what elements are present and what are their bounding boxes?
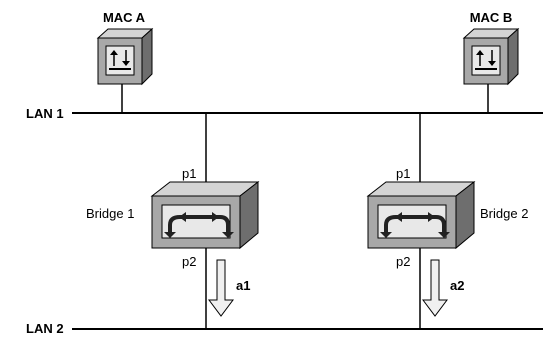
lan-1-label: LAN 1 xyxy=(26,106,64,121)
host-mac-b: MAC B xyxy=(462,10,520,113)
bridge-icon xyxy=(150,180,260,250)
bridge-1-port-bottom: p2 xyxy=(182,254,196,269)
bridge-1-label: Bridge 1 xyxy=(86,206,134,221)
bridge-2-forward-arrow xyxy=(422,259,448,317)
host-mac-a: MAC A xyxy=(96,10,154,113)
bridge-1-forward-arrow xyxy=(208,259,234,317)
bridge-2-port-bottom: p2 xyxy=(396,254,410,269)
mac-station-icon xyxy=(462,27,520,86)
lan-2: LAN 2 xyxy=(26,321,543,336)
bridge-2-port-top: p1 xyxy=(396,166,410,181)
bridge-icon xyxy=(366,180,476,250)
bridge-1: p1 p2 Bridge 1 a1 xyxy=(86,113,260,329)
mac-station-icon xyxy=(96,27,154,86)
lan-2-label: LAN 2 xyxy=(26,321,64,336)
bridge-2-label: Bridge 2 xyxy=(480,206,528,221)
bridge-2-arrow-label: a2 xyxy=(450,278,464,293)
lan-1: LAN 1 xyxy=(26,106,543,121)
bridge-1-port-top: p1 xyxy=(182,166,196,181)
bridge-2: p1 p2 Bridge 2 a2 xyxy=(366,113,528,329)
host-mac-a-label: MAC A xyxy=(103,10,146,25)
bridge-1-arrow-label: a1 xyxy=(236,278,250,293)
host-mac-b-label: MAC B xyxy=(470,10,513,25)
